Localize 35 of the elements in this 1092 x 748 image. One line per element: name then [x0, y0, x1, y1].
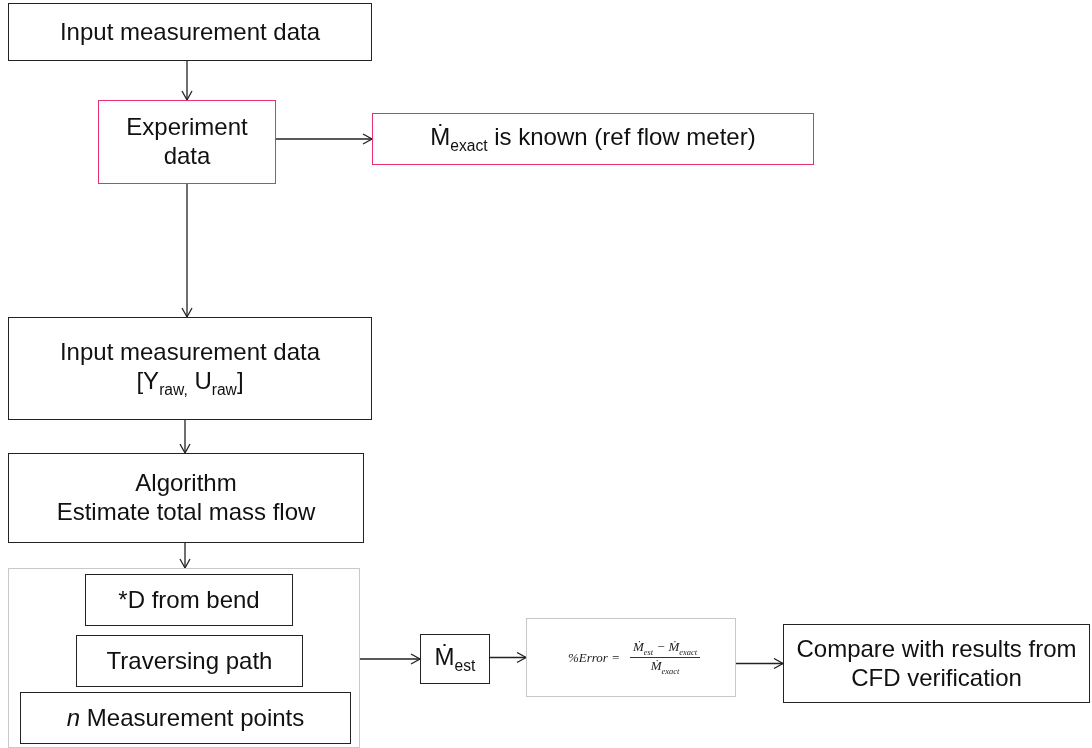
process-box [98, 100, 276, 184]
process-box [420, 634, 490, 684]
box-text: Experiment data [125, 113, 249, 171]
arrow [489, 651, 527, 664]
arrow [735, 657, 784, 670]
box-text: Estimate total mass flow [55, 498, 317, 527]
process-box [85, 574, 293, 626]
box-text: Traversing path [105, 646, 274, 676]
arrow [179, 542, 191, 569]
arrow [275, 133, 373, 145]
box-text: [Y$_{raw,}$ U$_{raw}$] [135, 366, 245, 400]
box-text: *D from bend [117, 585, 261, 615]
box-text: Compare with results from CFD verification [795, 634, 1078, 693]
group-box [8, 568, 360, 748]
arrow [181, 183, 193, 318]
process-box [8, 453, 364, 543]
process-box [8, 3, 372, 61]
formula-text: %Error = [566, 649, 621, 666]
arrow [179, 419, 191, 454]
formula-denominator: Ṁ$_{exact}$ [649, 658, 681, 676]
process-box [372, 113, 814, 165]
arrow [359, 653, 421, 665]
arrow [181, 60, 193, 101]
box-text: Input measurement data [58, 337, 322, 367]
box-text: Algorithm [134, 469, 238, 498]
process-box [76, 635, 303, 687]
box-text: Ṁ$_{est}$ [433, 642, 477, 676]
process-box [783, 624, 1090, 703]
process-box [8, 317, 372, 420]
box-text: Input measurement data [58, 17, 322, 47]
box-text: n Measurement points [65, 703, 306, 733]
box-text: Ṁ$_{exact}$ is known (ref flow meter) [429, 122, 757, 156]
process-box [20, 692, 351, 744]
formula-numerator: Ṁ$_{est}$ − Ṁ$_{exact}$ [631, 639, 699, 657]
formula-box [526, 618, 736, 697]
